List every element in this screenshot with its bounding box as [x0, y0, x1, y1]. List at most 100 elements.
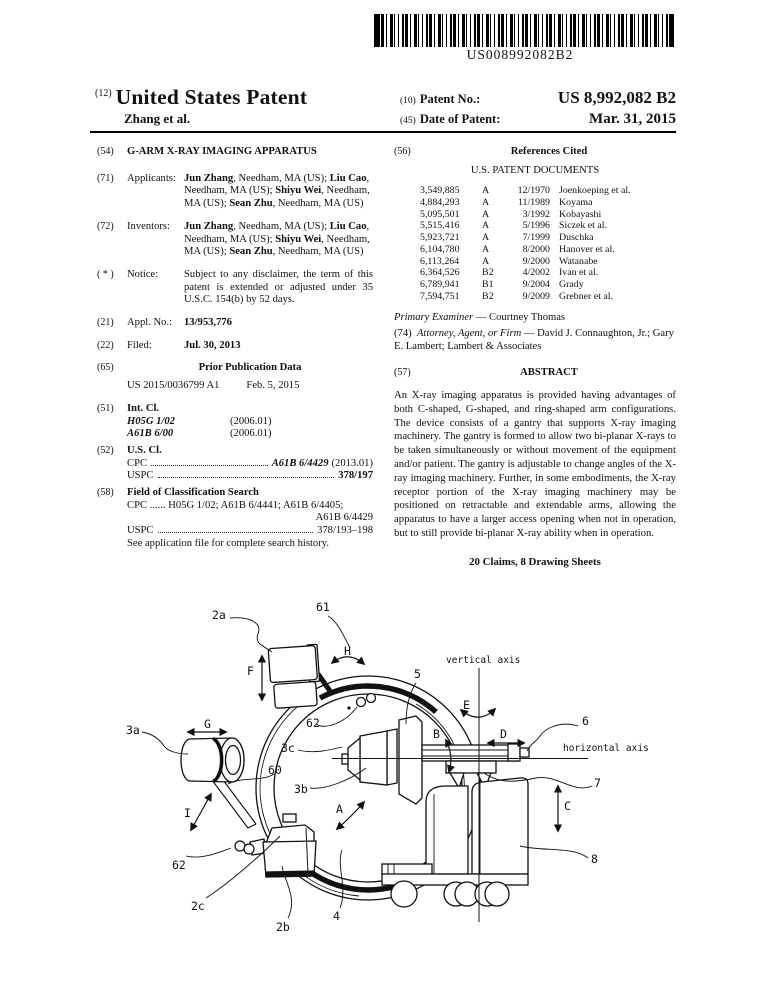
prior-pub-row: US 2015/0036799 A1 Feb. 5, 2015 [127, 380, 373, 393]
sec74-num: (74) [394, 327, 412, 339]
reference-rname: Koyama [559, 197, 593, 209]
arrow-H [330, 655, 366, 666]
section-appl-no: (21) Appl. No.:13/953,776 [97, 317, 373, 330]
field-uspc-label: USPC [127, 525, 154, 537]
reference-rname: Ivan et al. [559, 267, 599, 279]
figure-label-horizontal-axis: horizontal axis [563, 743, 649, 754]
reference-rkind: A [482, 208, 490, 220]
field-cpc-line2: A61B 6/4429 [315, 512, 373, 524]
sec57-num: (57) [394, 367, 411, 379]
int-cl-row: A61B 6/00(2006.01) [127, 428, 373, 441]
reference-rkind: A [482, 255, 490, 267]
header-left: (12) United States Patent Zhang et al. [95, 85, 307, 127]
reference-rkind: B2 [482, 290, 494, 302]
section-references: (56) References Cited [394, 146, 676, 159]
first-inventor-line: Zhang et al. [124, 111, 191, 126]
int-cl-block: Int. Cl. H05G 1/02(2006.01) A61B 6/00(20… [127, 403, 373, 441]
sec51-num: (51) [97, 402, 114, 414]
arrow-E [459, 707, 497, 718]
reference-rnum: 7,594,751 [420, 290, 460, 302]
sec72-num: (72) [97, 220, 114, 232]
notice-text-block: Notice:Subject to any disclaimer, the te… [127, 269, 373, 307]
reference-rdate: 4/2002 [522, 267, 550, 279]
xray-receptor-box-2a [267, 643, 321, 709]
uspc-line: USPC 378/197 [127, 470, 373, 483]
reference-rdate: 3/1992 [522, 208, 550, 220]
reference-rnum: 6,364,526 [420, 267, 460, 279]
figure-label-7: 7 [594, 776, 601, 790]
reference-rnum: 4,884,293 [420, 197, 460, 209]
claims-line: 20 Claims, 8 Drawing Sheets [469, 555, 601, 568]
reference-row: 6,113,264 A 9/2000 Watanabe [394, 256, 676, 268]
attorney-label: Attorney, Agent, or Firm [416, 327, 522, 339]
reference-rdate: 9/2009 [522, 290, 550, 302]
drawing-svg [141, 615, 593, 922]
reference-rdate: 5/1996 [522, 220, 550, 232]
field-note: See application file for complete search… [127, 537, 329, 549]
cpc-value: A61B 6/4429 [271, 457, 329, 469]
reference-rdate: 9/2004 [522, 278, 550, 290]
reference-rname: Grebner et al. [559, 290, 614, 302]
arrow-B [445, 738, 456, 774]
class-version: (2006.01) [230, 428, 272, 440]
class-version: (2006.01) [230, 415, 272, 427]
filed-label: Filed: [127, 339, 152, 351]
primary-examiner-label: Primary Examiner [394, 312, 474, 324]
sec71-num: (71) [97, 172, 114, 184]
reference-rdate: 11/1989 [517, 197, 550, 209]
figure-label-3a: 3a [126, 723, 140, 737]
tube-mount-strut [211, 775, 257, 829]
filed-line: Filed:Jul. 30, 2013 [127, 340, 373, 353]
inventors-label: Inventors: [127, 220, 170, 232]
class-code: H05G 1/02 [127, 415, 175, 427]
rail-clamp-62-lower [234, 838, 267, 856]
reference-rname: Watanabe [559, 255, 598, 267]
reference-rname: Hanover et al. [559, 243, 615, 255]
figure-label-H: H [344, 644, 351, 658]
reference-rname: Siczek et al. [559, 220, 607, 232]
figure-label-vertical-axis: vertical axis [446, 655, 521, 666]
figure-label-62: 62 [172, 858, 186, 872]
gantry-rail-upper [315, 672, 438, 715]
us-cl-heading: U.S. Cl. [127, 444, 162, 456]
uspc-label: USPC [127, 470, 154, 482]
field-uspc-value: 378/193–198 [317, 525, 373, 537]
uspc-value: 378/197 [338, 470, 373, 482]
reference-rdate: 7/1999 [522, 232, 550, 244]
reference-rname: Duschka [559, 232, 594, 244]
inventors-text: Inventors: Jun Zhang, Needham, MA (US); L… [127, 221, 373, 259]
sec65-num: (65) [97, 362, 114, 374]
sec58-num: (58) [97, 487, 114, 499]
left-column: (54) G-ARM X-RAY IMAGING APPARATUS (71) … [97, 146, 373, 569]
abstract-heading: ABSTRACT [520, 367, 578, 379]
field-cpc-line1: CPC ...... H05G 1/02; A61B 6/4441; A61B … [127, 499, 344, 511]
sec56-num: (56) [394, 146, 411, 157]
figure-label-C: C [564, 799, 571, 813]
figure-label-A: A [336, 802, 343, 816]
field-block: Field of Classification Search CPC .....… [127, 487, 373, 551]
inventors-names: Jun Zhang, Needham, MA (US); Liu Cao, Ne… [184, 220, 370, 258]
applicants-label: Applicants: [127, 172, 176, 184]
reference-rkind: A [482, 243, 490, 255]
reference-rkind: A [482, 197, 490, 209]
sec22-num: (22) [97, 339, 114, 351]
reference-rnum: 6,789,941 [420, 278, 460, 290]
xray-tube-cylinder-3a [180, 736, 245, 784]
reference-rdate: 9/2000 [522, 255, 550, 267]
reference-row: 7,594,751 B2 9/2009 Grebner et al. [394, 291, 676, 303]
references-heading: References Cited [510, 146, 588, 157]
barcode-text: US008992082B2 [466, 47, 574, 62]
reference-rnum: 6,113,264 [420, 255, 460, 267]
reference-row: 4,884,293 A 11/1989 Koyama [394, 197, 676, 209]
reference-rdate: 8/2000 [522, 243, 550, 255]
cpc-version: (2013.01) [331, 457, 374, 469]
notice-num: ( * ) [97, 268, 114, 280]
notice-text: Subject to any disclaimer, the term of t… [184, 268, 373, 306]
appl-no-label: Appl. No.: [127, 317, 173, 329]
field-uspc-line: USPC 378/193–198 [127, 525, 373, 538]
